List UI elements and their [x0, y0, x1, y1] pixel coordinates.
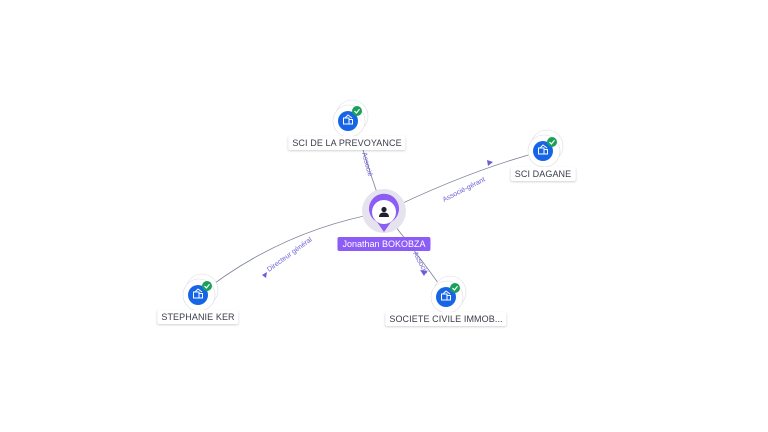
- building-icon: [193, 288, 203, 299]
- building-icon: [538, 144, 548, 155]
- person-node[interactable]: [362, 189, 406, 233]
- edge-label-prevoyance: Associé: [360, 152, 373, 178]
- company-label-prevoyance[interactable]: SCI DE LA PREVOYANCE: [288, 136, 406, 150]
- check-icon: [202, 281, 212, 291]
- company-node-dagane[interactable]: [527, 129, 564, 168]
- edge-label-civile: Associé: [411, 251, 429, 276]
- arrow-civile: [420, 270, 427, 276]
- company-label-civile[interactable]: SOCIETE CIVILE IMMOB...: [385, 312, 507, 326]
- edge-dagane: [383, 150, 544, 213]
- arrow-dagane: [487, 160, 493, 166]
- building-icon: [441, 290, 451, 301]
- company-node-civile[interactable]: [430, 275, 467, 314]
- person-icon: [379, 206, 389, 217]
- company-label-stephanie[interactable]: STEPHANIE KER: [157, 310, 239, 324]
- company-node-prevoyance[interactable]: [332, 99, 369, 138]
- company-label-dagane[interactable]: SCI DAGANE: [510, 167, 576, 181]
- edge-stephanie: [197, 211, 385, 297]
- check-icon: [547, 137, 557, 147]
- check-icon: [352, 106, 362, 116]
- edge-label-stephanie: Directeur général: [266, 236, 314, 273]
- building-icon: [343, 114, 353, 125]
- check-icon: [450, 283, 460, 293]
- company-node-stephanie[interactable]: [182, 273, 219, 312]
- arrow-stephanie: [262, 272, 267, 278]
- person-name-label[interactable]: Jonathan BOKOBZA: [337, 237, 431, 251]
- edge-label-dagane: Associé-gérant: [442, 176, 487, 203]
